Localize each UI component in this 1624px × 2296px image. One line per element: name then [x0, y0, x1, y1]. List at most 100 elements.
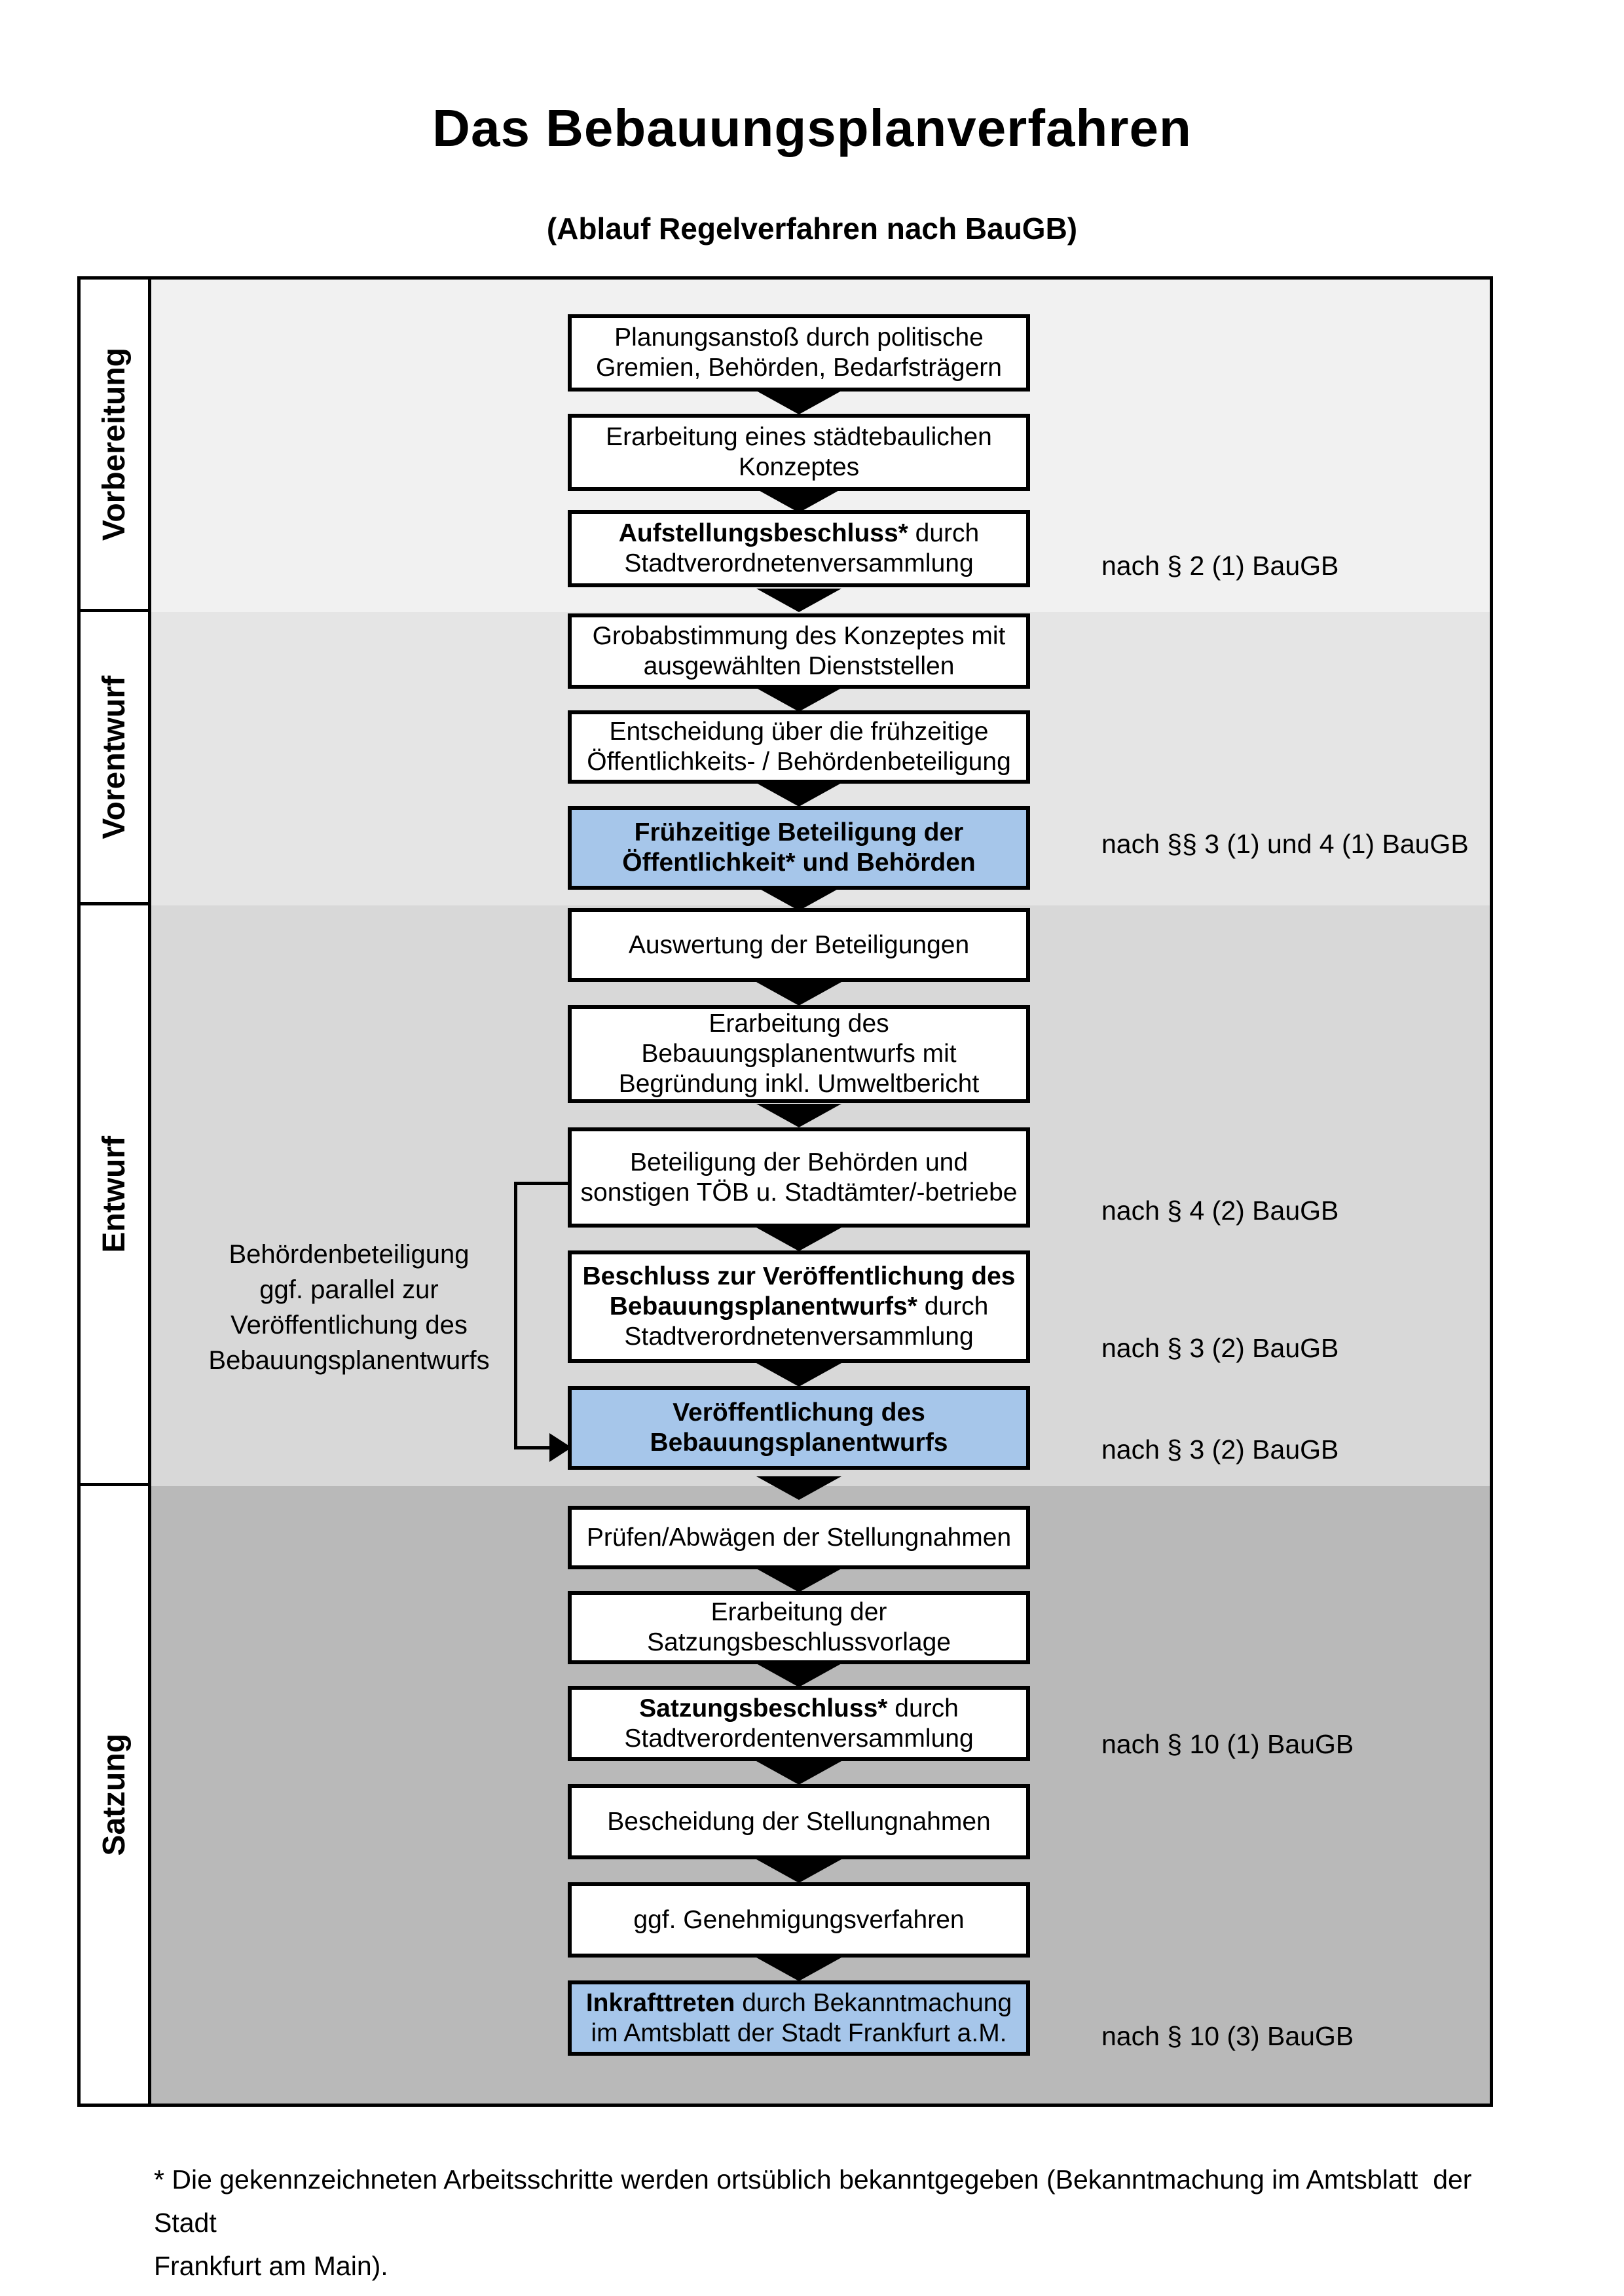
legal-reference: nach § 3 (2) BauGB	[1101, 1434, 1339, 1465]
step-text: ausgewählten Dienststellen	[643, 651, 955, 680]
bracket-vertical-line	[514, 1182, 517, 1449]
side-note-line: ggf. parallel zur	[259, 1275, 439, 1304]
step-box-16: ggf. Genehmigungsverfahren	[568, 1882, 1030, 1958]
step-text-line: Beschluss zur Veröffentlichung des	[583, 1262, 1016, 1292]
side-note-line: Veröffentlichung des	[231, 1311, 468, 1339]
step-text-line: Öffentlichkeit* und Behörden	[622, 848, 976, 878]
phase-label-vorbereitung: Vorbereitung	[81, 280, 151, 612]
flow-down-arrow-icon	[756, 1859, 841, 1883]
flow-down-arrow-icon	[756, 687, 841, 712]
step-text-line: Begründung inkl. Umweltbericht	[619, 1069, 980, 1099]
step-text-bold: Bebauungsplanentwurfs	[650, 1429, 948, 1457]
bracket-top-line	[514, 1182, 572, 1185]
flow-down-arrow-icon	[756, 1760, 841, 1785]
step-text-line: Beteiligung der Behörden und	[630, 1148, 968, 1178]
step-text: durch	[917, 1292, 989, 1321]
side-note-line: Behördenbeteiligung	[229, 1240, 470, 1269]
step-text: Begründung inkl. Umweltbericht	[618, 1070, 980, 1098]
flow-down-arrow-icon	[756, 488, 841, 513]
step-text-line: Grobabstimmung des Konzeptes mit	[593, 621, 1006, 651]
step-text: Erarbeitung des	[709, 1010, 889, 1038]
step-text-line: ggf. Genehmigungsverfahren	[633, 1905, 964, 1935]
flow-down-arrow-icon	[756, 1476, 841, 1500]
flow-down-arrow-icon	[756, 1362, 841, 1387]
step-text: Konzeptes	[738, 453, 860, 481]
step-text-line: ausgewählten Dienststellen	[644, 651, 955, 682]
step-text: Stadtverordentenversammlung	[624, 1724, 974, 1753]
step-text-bold: Satzungsbeschluss*	[639, 1694, 888, 1722]
step-text-bold: Veröffentlichung des	[673, 1398, 925, 1427]
step-box-12: Prüfen/Abwägen der Stellungnahmen	[568, 1506, 1030, 1569]
phase-label-entwurf: Entwurf	[81, 905, 151, 1486]
side-note: Behördenbeteiligung ggf. parallel zur Ve…	[172, 1237, 526, 1378]
step-text: Auswertung der Beteiligungen	[628, 930, 970, 959]
step-text-line: Bebauungsplanentwurfs* durch	[610, 1292, 989, 1322]
step-text: Erarbeitung eines städtebaulichen	[606, 423, 992, 451]
step-text-bold: Beschluss zur Veröffentlichung des	[582, 1262, 1016, 1290]
step-text: Öffentlichkeits- / Behördenbeteiligung	[587, 748, 1011, 776]
step-text-line: Gremien, Behörden, Bedarfsträgern	[596, 353, 1002, 383]
step-text-bold: Inkrafttreten	[585, 1988, 735, 2017]
step-text-line: im Amtsblatt der Stadt Frankfurt a.M.	[591, 2018, 1006, 2049]
step-text-line: Satzungsbeschluss* durch	[639, 1694, 959, 1724]
legal-reference: nach § 10 (1) BauGB	[1101, 1729, 1354, 1759]
step-text-line: Bebauungsplanentwurfs mit	[641, 1039, 956, 1069]
side-note-line: Bebauungsplanentwurfs	[208, 1346, 490, 1375]
step-text: Bebauungsplanentwurfs mit	[641, 1040, 957, 1068]
step-text: Gremien, Behörden, Bedarfsträgern	[595, 354, 1002, 382]
step-text: Satzungsbeschlussvorlage	[647, 1628, 951, 1656]
step-text-line: Bescheidung der Stellungnahmen	[607, 1807, 990, 1837]
step-text-bold: Bebauungsplanentwurfs*	[609, 1292, 917, 1321]
step-text: durch	[908, 519, 980, 547]
legal-reference: nach § 10 (3) BauGB	[1101, 2021, 1354, 2051]
legal-reference: nach §§ 3 (1) und 4 (1) BauGB	[1101, 829, 1469, 859]
step-text: durch Bekanntmachung	[735, 1988, 1012, 2017]
step-text: Bescheidung der Stellungnahmen	[607, 1807, 991, 1836]
flow-down-arrow-icon	[756, 981, 841, 1006]
step-text-line: Planungsanstoß durch politische	[614, 323, 984, 353]
flow-down-arrow-icon	[756, 783, 841, 807]
legal-reference: nach § 2 (1) BauGB	[1101, 551, 1339, 581]
step-text-line: Stadtverordnetenversammlung	[624, 1322, 973, 1352]
phase-label-satzung: Satzung	[81, 1486, 151, 2104]
step-text-line: Stadtverordnetenversammlung	[624, 549, 973, 579]
footnote: * Die gekennzeichneten Arbeitsschritte w…	[154, 2164, 1472, 2281]
step-text-line: Bebauungsplanentwurfs	[650, 1428, 948, 1458]
step-text-line: Satzungsbeschlussvorlage	[647, 1628, 951, 1658]
phase-label-vorentwurf: Vorentwurf	[81, 612, 151, 905]
bracket-bottom-line	[514, 1446, 555, 1449]
step-text-line: Prüfen/Abwägen der Stellungnahmen	[587, 1523, 1011, 1553]
step-text-line: Inkrafttreten durch Bekanntmachung	[586, 1988, 1012, 2018]
step-text: Grobabstimmung des Konzeptes mit	[592, 621, 1006, 650]
step-text-line: sonstigen TÖB u. Stadtämter/-betriebe	[581, 1178, 1018, 1208]
legal-references-layer: nach § 2 (1) BauGB nach §§ 3 (1) und 4 (1…	[81, 280, 1490, 2104]
step-text: Stadtverordnetenversammlung	[624, 1322, 974, 1351]
step-text-bold: Öffentlichkeit* und Behörden	[622, 848, 976, 877]
flow-down-arrow-icon	[756, 1568, 841, 1592]
step-text-line: Erarbeitung eines städtebaulichen	[606, 422, 992, 452]
flow-down-arrow-icon	[756, 391, 841, 414]
step-text-line: Entscheidung über die frühzeitige	[610, 717, 989, 747]
page-subtitle: (Ablauf Regelverfahren nach BauGB)	[546, 211, 1078, 246]
step-text: im Amtsblatt der Stadt Frankfurt a.M.	[591, 2018, 1007, 2047]
phase-label-column: Vorbereitung Vorentwurf Entwurf Satzung	[81, 280, 151, 2104]
step-text-line: Auswertung der Beteiligungen	[629, 930, 969, 960]
legal-reference: nach § 4 (2) BauGB	[1101, 1195, 1339, 1226]
step-text: sonstigen TÖB u. Stadtämter/-betriebe	[580, 1178, 1018, 1207]
legal-reference: nach § 3 (2) BauGB	[1101, 1333, 1339, 1363]
flow-down-arrow-icon	[756, 1663, 841, 1687]
step-text-line: Stadtverordentenversammlung	[624, 1724, 973, 1754]
step-text: Planungsanstoß durch politische	[614, 323, 984, 352]
step-text: Erarbeitung der	[710, 1598, 887, 1626]
step-text-line: Öffentlichkeits- / Behördenbeteiligung	[587, 747, 1011, 777]
